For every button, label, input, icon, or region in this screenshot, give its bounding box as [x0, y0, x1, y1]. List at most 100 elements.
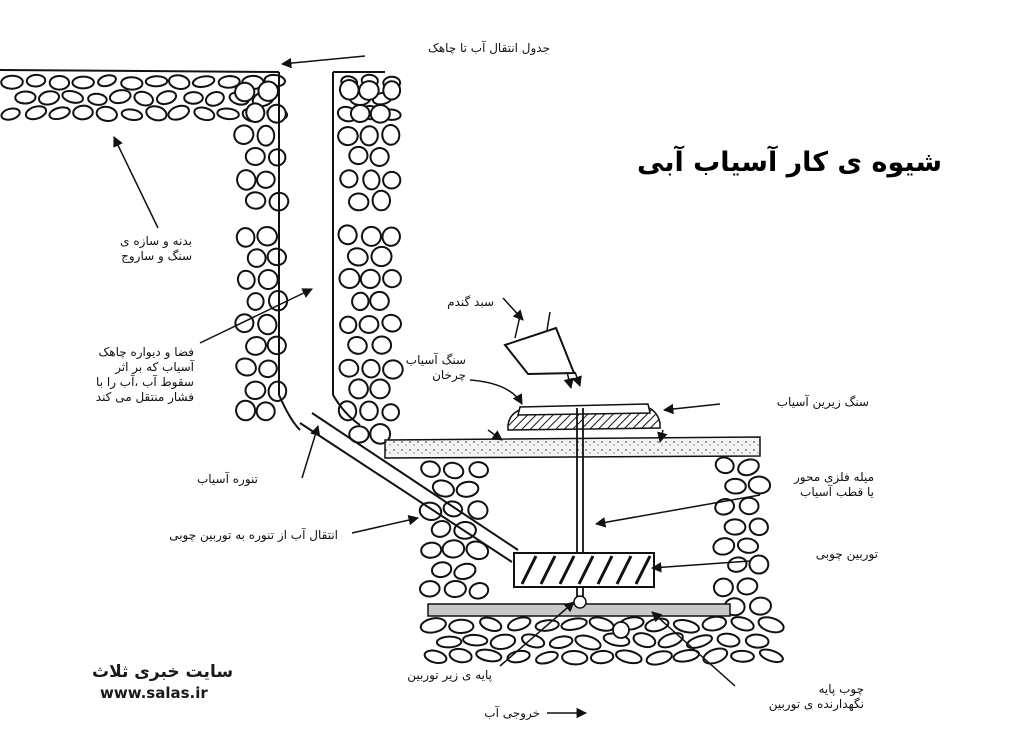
stone: [420, 541, 443, 559]
stone: [468, 461, 489, 479]
watermark-url: www.salas.ir: [100, 684, 208, 702]
stone: [736, 537, 760, 554]
stone: [382, 359, 404, 380]
stone: [758, 648, 784, 664]
stone: [420, 460, 441, 478]
stone: [71, 75, 95, 90]
stone: [358, 315, 380, 334]
stone: [245, 336, 267, 356]
stone: [479, 616, 503, 633]
label-mill-tube: تنوره آسیاب: [196, 472, 258, 486]
stone: [183, 91, 204, 105]
label-water-outlet: خروجی آب: [484, 706, 540, 720]
stone: [535, 650, 559, 665]
stone: [453, 562, 477, 581]
stone: [381, 226, 401, 247]
hopper-right-rope: [546, 311, 551, 331]
stone: [489, 633, 517, 651]
stone: [72, 104, 94, 121]
stone: [359, 400, 379, 422]
stone: [548, 635, 574, 650]
stone: [25, 73, 47, 88]
stone: [371, 335, 393, 355]
stone: [744, 633, 770, 649]
stone: [361, 358, 381, 379]
watermark-name: سایت خبری ثلاث: [92, 662, 234, 682]
stone: [369, 147, 390, 167]
label-turbine: توربین چوبی: [815, 547, 878, 561]
chamber-left-wall: [418, 460, 490, 600]
stone: [574, 634, 602, 651]
stone: [418, 501, 443, 522]
stone: [672, 619, 700, 634]
label-wheat-bin: سبد گندم: [447, 295, 494, 309]
arrow-shaft: [199, 288, 313, 344]
stone: [0, 107, 21, 121]
stone: [347, 335, 368, 355]
stone: [337, 126, 359, 147]
stone: [475, 648, 503, 663]
stone: [727, 556, 748, 573]
stone: [369, 290, 390, 311]
stone: [730, 649, 755, 663]
stone: [455, 480, 480, 498]
stone: [145, 105, 168, 122]
stone: [431, 479, 455, 498]
stone: [87, 92, 108, 106]
stone: [155, 90, 178, 106]
stone: [730, 616, 755, 632]
stone: [255, 401, 276, 422]
arrow-lower-stone-right: [662, 403, 721, 415]
ground-line: [0, 69, 385, 73]
stone: [448, 647, 473, 664]
stone: [14, 90, 37, 105]
mill-floor-slab: [384, 436, 761, 459]
arrow-base: [499, 601, 575, 667]
stone: [723, 518, 747, 536]
stone: [712, 577, 734, 598]
stone: [120, 76, 144, 91]
stone: [749, 596, 772, 616]
stone: [338, 267, 361, 290]
label-lower-stone: سنگ زیرین آسیاب: [776, 395, 869, 409]
stone: [233, 124, 255, 145]
stone: [235, 399, 257, 422]
chamber-floor-stones: [419, 615, 785, 666]
stone: [738, 496, 760, 516]
stone: [423, 649, 448, 665]
stone: [371, 189, 392, 212]
stone: [338, 358, 360, 378]
arrow-transfer: [351, 514, 420, 534]
arrow-floor-left: [487, 429, 503, 441]
stone: [465, 540, 490, 561]
stone: [443, 579, 467, 599]
water-outlet-hole: [612, 621, 630, 639]
stone: [38, 90, 60, 106]
stone: [256, 225, 278, 247]
stone: [256, 124, 276, 147]
stone: [645, 650, 673, 666]
stone: [430, 561, 453, 579]
grain-drop-right: [571, 371, 582, 387]
stone: [381, 403, 400, 422]
arrow-body: [113, 136, 159, 229]
stone: [346, 247, 369, 267]
stone: [338, 79, 360, 101]
stone: [133, 90, 154, 107]
hopper-left-rope: [514, 315, 521, 339]
stone: [736, 577, 759, 596]
chamber-right-wall: [712, 456, 772, 617]
arrow-axis: [594, 494, 761, 528]
stone: [256, 170, 276, 189]
stone: [369, 103, 391, 124]
stone: [235, 357, 257, 377]
stone: [120, 108, 144, 121]
stone: [521, 633, 546, 649]
label-arrows: [113, 55, 761, 719]
stone: [257, 80, 279, 102]
stone: [266, 103, 287, 124]
stone: [382, 170, 402, 190]
label-axis-rod: میله فلزی محور یا قطب آسیاب: [794, 470, 874, 499]
stone: [348, 378, 369, 400]
arrow-floor-right: [657, 429, 668, 444]
